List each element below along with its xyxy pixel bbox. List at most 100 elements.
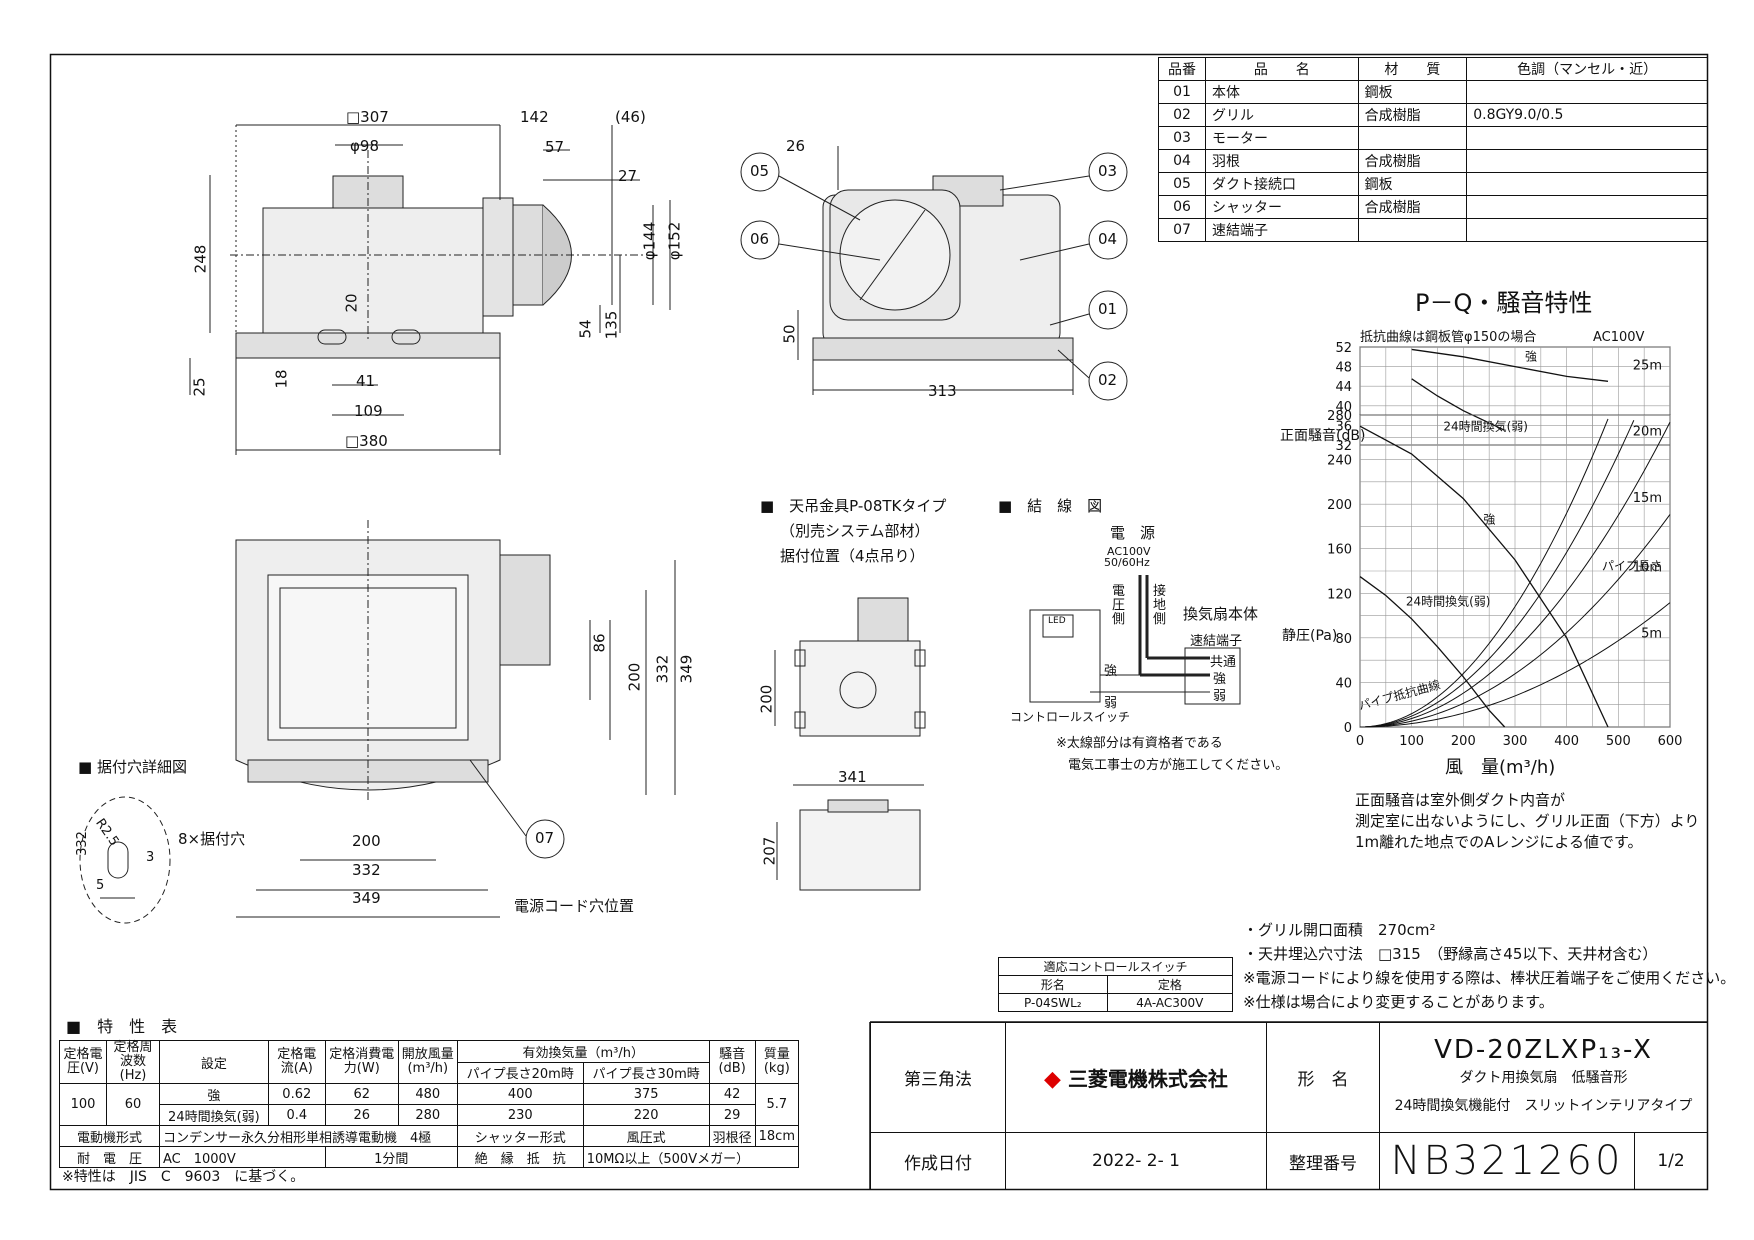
airflow-xlabel: 風 量(m³/h) <box>1445 757 1555 778</box>
char-row-withstand: 耐 電 圧 AC 1000V 1分間 絶 縁 抵 抗 10MΩ以上（500Vメガ… <box>59 1146 800 1168</box>
resistance-curve <box>1359 421 1671 728</box>
dim-50: 50 <box>780 324 799 344</box>
wiring-voltage: AC100V <box>1107 545 1151 558</box>
parts-header-material: 材 質 <box>1357 57 1468 81</box>
char-h-airflow: 開放風量(m³/h) <box>397 1040 458 1084</box>
noise-tick-label: 52 <box>1335 341 1352 356</box>
wiring-side-ground: 接地側 <box>1153 584 1167 627</box>
noise-tick-label: 32 <box>1335 439 1352 454</box>
dim-hole-3: 3 <box>146 850 155 865</box>
title-block: 第三角法 ◆ 三菱電機株式会社 形 名 VD-20ZLXP₁₃-X ダクト用換気… <box>870 1022 1708 1190</box>
char-motor: コンデンサー永久分相形単相誘導電動機 4極 <box>159 1125 458 1147</box>
dim-57: 57 <box>545 138 565 156</box>
control-switch-col-rating: 定格 <box>1106 975 1234 994</box>
noise-series-label: 強 <box>1525 350 1537 364</box>
char-withstand-time: 1分間 <box>324 1146 458 1168</box>
part-material: 合成樹脂 <box>1357 195 1468 219</box>
pq-series-label: 強 <box>1483 513 1495 527</box>
number-value: NB321260 <box>1379 1132 1635 1190</box>
char-h-noise: 騒音(dB) <box>708 1040 756 1084</box>
jis-note: ※特性は JIS C 9603 に基づく。 <box>62 1169 305 1185</box>
char-eff30: 220 <box>582 1104 710 1126</box>
char-eff20: 400 <box>456 1083 584 1105</box>
char-shutter-label: シャッター形式 <box>456 1125 584 1147</box>
char-blade-label: 羽根径 <box>708 1125 756 1147</box>
part-name: モーター <box>1205 126 1359 150</box>
pq-note-line: 測定室に出ないようにし、グリル正面（下方）より <box>1355 812 1700 830</box>
resistance-curve-label: 10m <box>1633 560 1662 575</box>
characteristics-title: ■ 特 性 表 <box>66 1017 178 1036</box>
pq-xtick-label: 400 <box>1554 734 1579 749</box>
dim-380: □380 <box>345 432 388 450</box>
model-block: VD-20ZLXP₁₃-X ダクト用換気扇 低騒音形 24時間換気機能付 スリッ… <box>1379 1022 1708 1133</box>
note-line: ※仕様は場合により変更することがあります。 <box>1243 993 1554 1011</box>
parts-header-color: 色調（マンセル・近） <box>1466 57 1708 81</box>
part-no: 05 <box>1158 172 1206 196</box>
char-blade: 18cm <box>754 1125 800 1147</box>
pq-title: P－Q・騒音特性 <box>1415 289 1592 317</box>
wiring-unit: 換気扇本体 <box>1183 605 1259 623</box>
part-color: 0.8GY9.0/0.5 <box>1466 103 1708 127</box>
char-current: 0.62 <box>267 1083 326 1105</box>
resistance-curve-label: 5m <box>1641 627 1662 642</box>
model-number: VD-20ZLXP₁₃-X <box>1434 1034 1653 1065</box>
dim-142: 142 <box>520 108 549 126</box>
char-insulation: 10MΩ以上（500Vメガー） <box>582 1146 800 1168</box>
callout-04: 04 <box>1098 230 1118 248</box>
hanger-sub2: 据付位置（4点吊り） <box>780 547 925 565</box>
date-value: 2022- 2- 1 <box>1005 1132 1267 1190</box>
char-eff30: 375 <box>582 1083 710 1105</box>
char-h-mass: 質量(kg) <box>754 1040 800 1084</box>
part-name: シャッター <box>1205 195 1359 219</box>
char-current: 0.4 <box>267 1104 326 1126</box>
dim-135: 135 <box>602 310 621 340</box>
char-noise: 29 <box>708 1104 756 1126</box>
part-no: 01 <box>1158 80 1206 104</box>
mitsubishi-logo-icon: ◆ <box>1044 1067 1061 1092</box>
dim-20: 20 <box>342 293 361 313</box>
callout-07: 07 <box>535 829 555 847</box>
resistance-curve-label: 20m <box>1633 425 1662 440</box>
dim-200h: 200 <box>352 832 381 850</box>
pq-subtitle: 抵抗曲線は鋼板管φ150の場合 <box>1360 329 1536 345</box>
pq-note-line: 1m離れた地点でのAレンジによる値です。 <box>1355 833 1643 851</box>
number-label: 整理番号 <box>1266 1132 1380 1190</box>
pq-ytick-label: 0 <box>1344 721 1352 736</box>
dim-349h: 349 <box>352 889 381 907</box>
wiring-led: LED <box>1048 616 1066 626</box>
callout-06: 06 <box>750 230 770 248</box>
noise-tick-label: 40 <box>1335 400 1352 415</box>
part-material: 鋼板 <box>1357 172 1468 196</box>
part-no: 04 <box>1158 149 1206 173</box>
char-setting: 強 <box>159 1083 269 1105</box>
resistance-curve <box>1359 514 1671 728</box>
callout-03: 03 <box>1098 162 1118 180</box>
part-material: 合成樹脂 <box>1357 149 1468 173</box>
part-color <box>1466 195 1708 219</box>
part-material <box>1357 218 1468 242</box>
char-h-eff20: パイプ長さ20m時 <box>456 1061 584 1084</box>
char-withstand: AC 1000V <box>159 1146 326 1168</box>
char-h-current: 定格電流(A) <box>267 1040 326 1084</box>
dim-248: 248 <box>191 244 210 274</box>
control-switch-rating: 4A-AC300V <box>1106 993 1234 1012</box>
noise-tick-label: 44 <box>1335 380 1352 395</box>
note-line: ・天井埋込穴寸法 □315 （野縁高さ45以下、天井材含む） <box>1243 945 1658 963</box>
dim-46: (46) <box>615 108 646 126</box>
dim-hole-332: 332 <box>74 831 90 856</box>
char-h-power: 定格消費電力(W) <box>324 1040 399 1084</box>
char-power: 26 <box>324 1104 399 1126</box>
char-row-motor: 電動機形式 コンデンサー永久分相形単相誘導電動機 4極 シャッター形式 風圧式 … <box>59 1125 800 1147</box>
part-color <box>1466 218 1708 242</box>
model-label: 形 名 <box>1266 1022 1380 1133</box>
pq-condition: AC100V <box>1593 330 1645 345</box>
wiring-note1: ※太線部分は有資格者である <box>1056 736 1223 751</box>
char-h-frequency: 定格周波数(Hz) <box>106 1040 160 1084</box>
hole-title: ■ 据付穴詳細図 <box>78 758 187 776</box>
char-mass: 5.7 <box>754 1083 800 1126</box>
pq-note: 正面騒音は室外側ダクト内音が 測定室に出ないようにし、グリル正面（下方）より 1… <box>1355 790 1699 853</box>
